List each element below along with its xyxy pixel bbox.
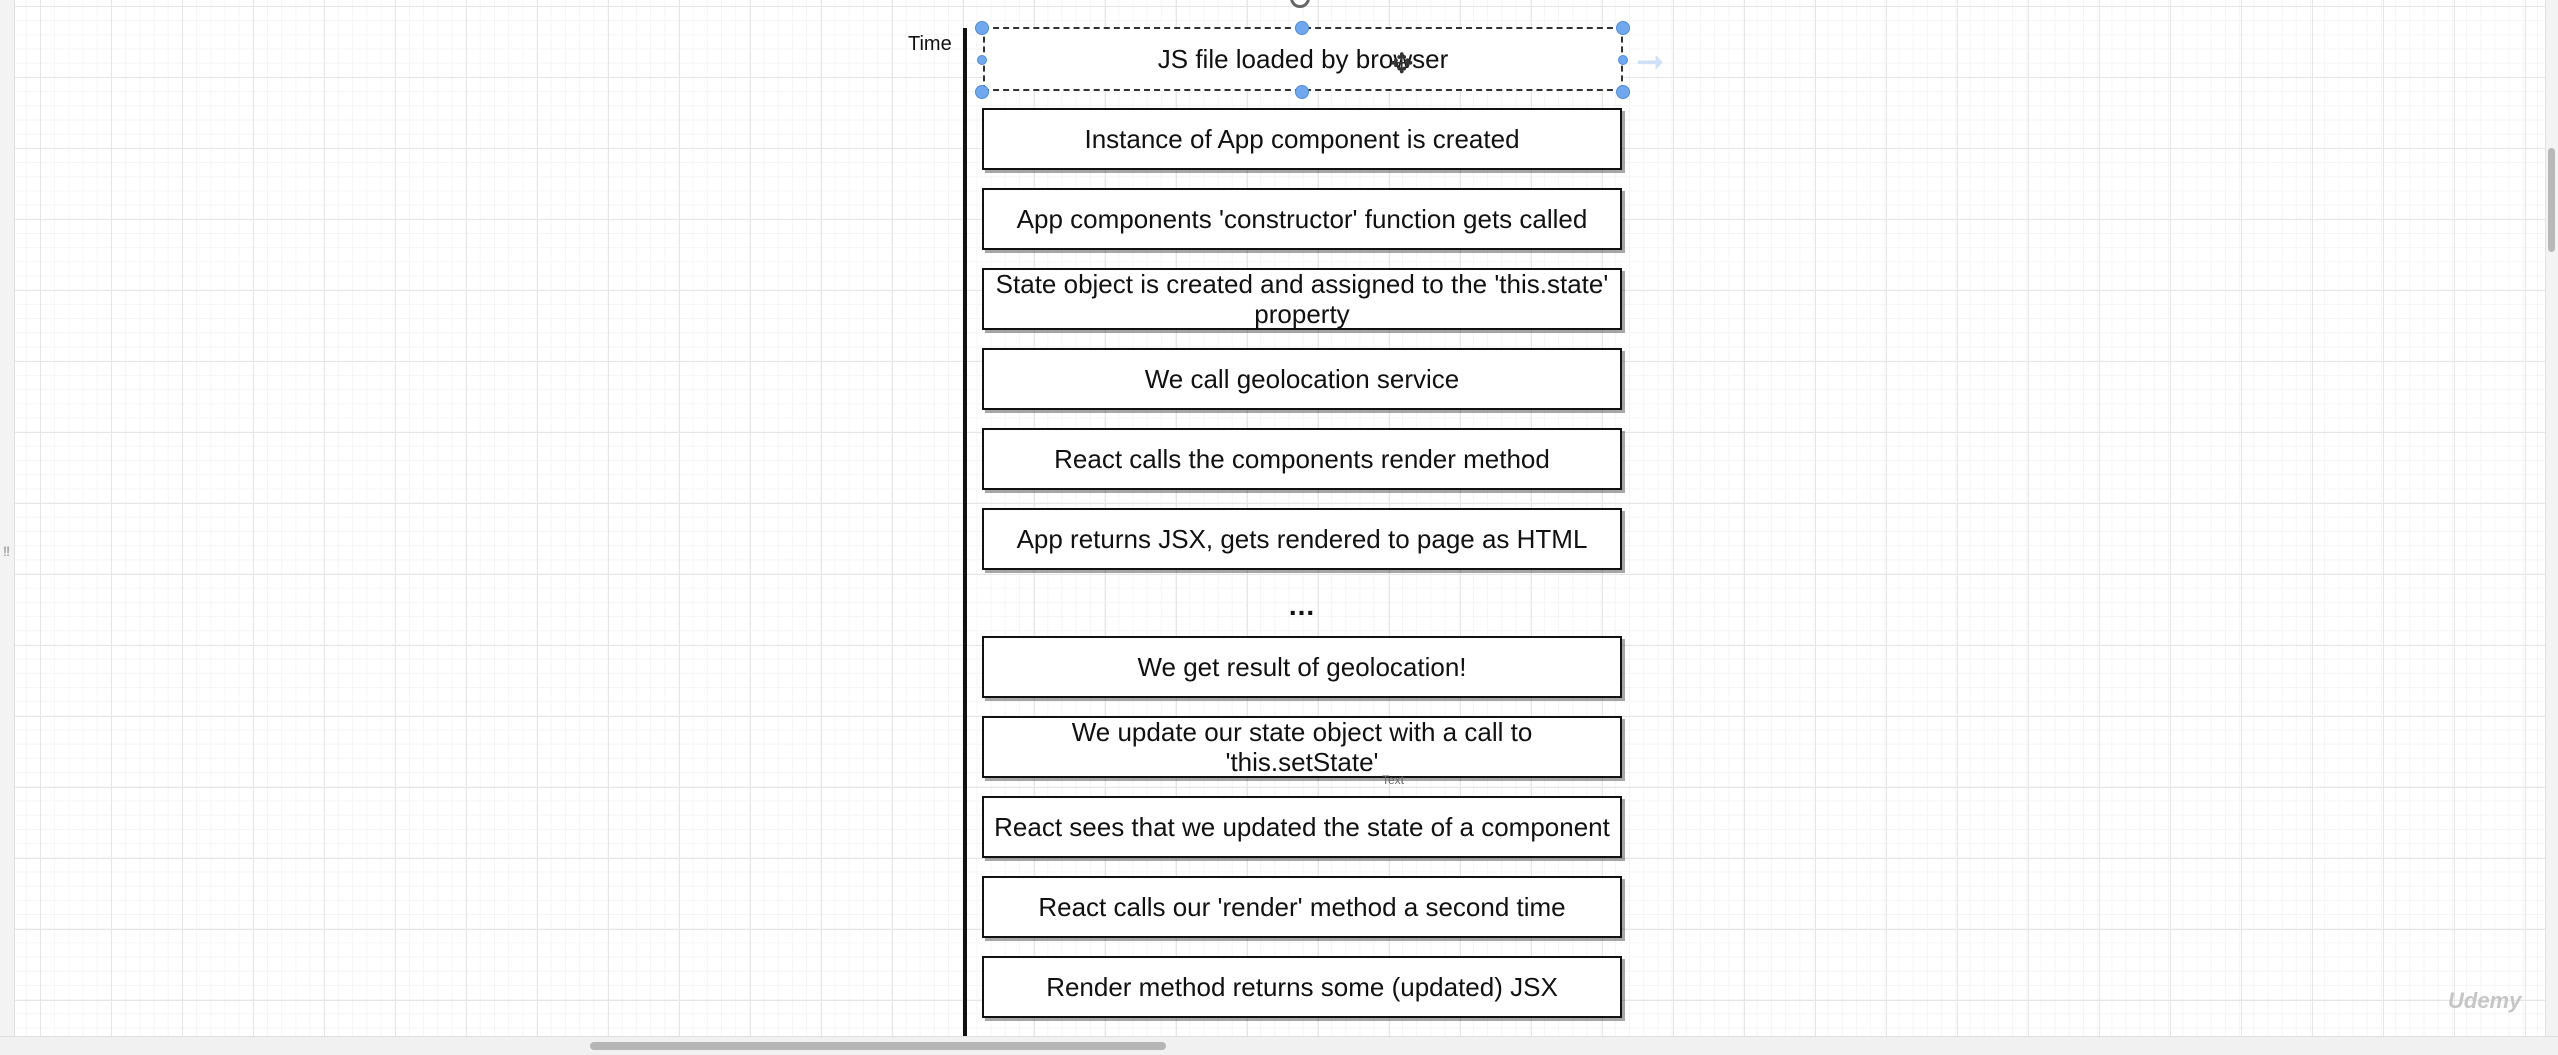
selection-handle-left[interactable] <box>977 55 987 65</box>
time-axis-label: Time <box>908 33 952 55</box>
step-call-geolocation[interactable]: We call geolocation service <box>982 348 1622 410</box>
time-axis-line <box>963 28 967 1036</box>
step-label: We get result of geolocation! <box>1137 652 1467 682</box>
step-returns-updated-jsx[interactable]: Render method returns some (updated) JSX <box>982 956 1622 1018</box>
step-react-sees-update[interactable]: React sees that we updated the state of … <box>982 796 1622 858</box>
step-render-method[interactable]: React calls the components render method <box>982 428 1622 490</box>
step-set-state[interactable]: We update our state object with a call t… <box>982 716 1622 778</box>
step-label: JS file loaded by browser <box>1157 44 1449 74</box>
vertical-scrollbar-thumb[interactable] <box>2548 148 2555 252</box>
step-constructor-called[interactable]: App components 'constructor' function ge… <box>982 188 1622 250</box>
step-label: We update our state object with a call t… <box>1071 717 1533 777</box>
selection-handle-top-left[interactable] <box>975 21 989 35</box>
selection-handle-right[interactable] <box>1618 55 1628 65</box>
selection-handle-bottom-right[interactable] <box>1616 85 1630 99</box>
step-label: Instance of App component is created <box>1084 124 1520 154</box>
step-label: React calls our 'render' method a second… <box>1038 892 1566 922</box>
step-label: State object is created and assigned to … <box>995 269 1609 329</box>
step-state-created[interactable]: State object is created and assigned to … <box>982 268 1622 330</box>
rotate-handle-icon[interactable] <box>1290 0 1310 8</box>
connect-arrow-icon[interactable]: ➞ <box>1636 43 1665 81</box>
step-label: App components 'constructor' function ge… <box>1016 204 1588 234</box>
step-label: Render method returns some (updated) JSX <box>1046 972 1558 1002</box>
selection-handle-top-right[interactable] <box>1616 21 1630 35</box>
selection-handle-top[interactable] <box>1295 21 1309 35</box>
step-label: App returns JSX, gets rendered to page a… <box>1016 524 1588 554</box>
hover-tooltip: Text <box>1382 773 1405 787</box>
horizontal-scrollbar[interactable] <box>0 1036 2558 1055</box>
step-render-second-time[interactable]: React calls our 'render' method a second… <box>982 876 1622 938</box>
step-geolocation-result[interactable]: We get result of geolocation! <box>982 636 1622 698</box>
step-label: React sees that we updated the state of … <box>994 812 1610 842</box>
grip-icon[interactable]: ‼ <box>3 543 10 559</box>
step-label: We call geolocation service <box>1144 364 1460 394</box>
step-instance-created[interactable]: Instance of App component is created <box>982 108 1622 170</box>
selection-handle-bottom-left[interactable] <box>975 85 989 99</box>
left-panel-edge <box>0 0 15 1036</box>
selection-handle-bottom[interactable] <box>1295 85 1309 99</box>
move-cursor-icon: ✥ <box>1390 48 1414 79</box>
step-returns-jsx[interactable]: App returns JSX, gets rendered to page a… <box>982 508 1622 570</box>
ellipsis: ... <box>1288 590 1316 621</box>
horizontal-scrollbar-thumb[interactable] <box>590 1042 1166 1050</box>
vertical-scrollbar[interactable] <box>2545 0 2558 1036</box>
step-js-file-loaded[interactable]: JS file loaded by browser <box>983 27 1623 91</box>
step-label: React calls the components render method <box>1054 444 1550 474</box>
udemy-watermark: Udemy <box>2448 988 2522 1013</box>
